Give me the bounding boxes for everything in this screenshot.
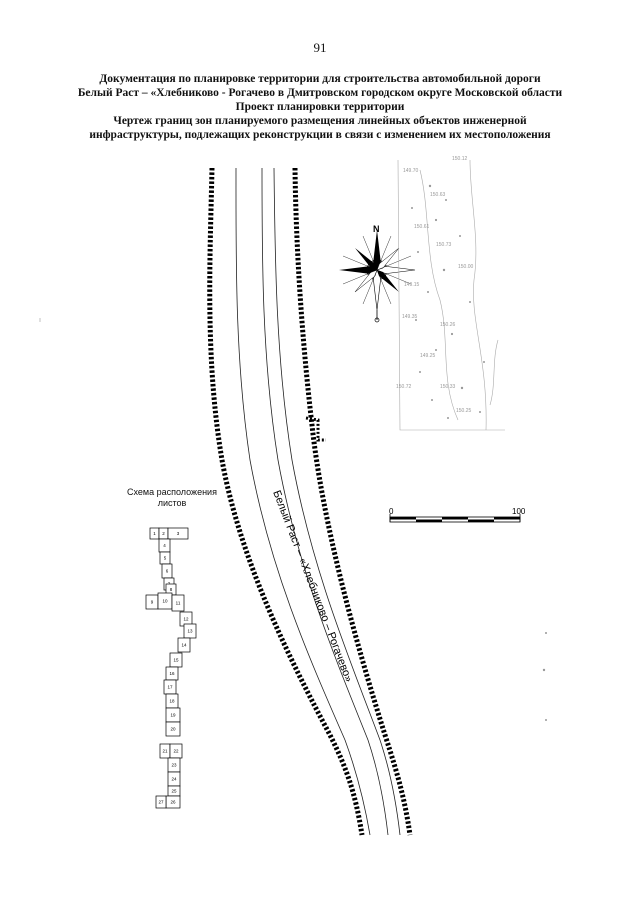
- sheet-number: 11: [176, 601, 181, 606]
- sheet-number: 19: [170, 713, 176, 718]
- north-label: N: [373, 224, 380, 234]
- sheet-number: 6: [166, 569, 169, 574]
- page-number: 91: [313, 40, 327, 55]
- document-header: Документация по планировке территории дл…: [40, 72, 600, 142]
- topographic-marks: [411, 184, 547, 721]
- sheet-number: 2: [162, 531, 165, 536]
- sheet-number: 5: [164, 556, 167, 561]
- sheet-number: 4: [163, 543, 166, 548]
- sheet-number: 27: [158, 800, 164, 805]
- sheet-number: 1: [153, 531, 156, 536]
- sheet-number: 25: [171, 789, 177, 794]
- sheet-number: 20: [170, 727, 176, 732]
- elevation-label: 150.72: [396, 384, 412, 390]
- sheet-number: 12: [183, 617, 189, 622]
- scale-start-label: 0: [389, 507, 394, 516]
- sheet-cell: [167, 527, 189, 540]
- elevation-label: 150.00: [458, 264, 474, 270]
- sheet-cell: [165, 721, 181, 737]
- north-arrow-icon: [339, 230, 416, 323]
- sheet-number: 16: [169, 671, 175, 676]
- elevation-label: 150.61: [414, 224, 430, 230]
- sheet-number: 21: [162, 749, 168, 754]
- elevation-label: 150.63: [430, 192, 446, 198]
- elevation-label: 149.15: [404, 282, 420, 288]
- elevation-label: 150.25: [456, 408, 472, 414]
- sheet-number: 26: [170, 800, 176, 805]
- topographic-area: [397, 159, 505, 431]
- boundary-notch: [305, 416, 326, 442]
- elevation-label: 149.35: [402, 314, 418, 320]
- scale-end-label: 100: [512, 507, 526, 516]
- sheet-number: 24: [171, 777, 177, 782]
- elevation-label: 150.12: [452, 156, 468, 162]
- header-line-2: Белый Раст – «Хлебниково - Рогачево в Дм…: [77, 87, 563, 99]
- sheet-number: 23: [171, 763, 177, 768]
- sheet-number: 17: [167, 685, 173, 690]
- sheet-cell: [155, 795, 167, 809]
- sheet-number: 10: [162, 599, 168, 604]
- sheet-number: 8: [170, 587, 173, 592]
- elevation-label: 150.73: [436, 242, 452, 248]
- layout-scheme-title: Схема расположения листов: [112, 487, 232, 509]
- header-line-3: Проект планировки территории: [235, 101, 405, 113]
- zone-boundary-left: [207, 167, 365, 836]
- header-line-5: инфраструктуры, подлежащих реконструкции…: [89, 129, 551, 141]
- elevation-label: 149.25: [420, 353, 436, 359]
- elevation-label: 150.26: [440, 322, 456, 328]
- sheet-number: 14: [181, 643, 187, 648]
- sheet-cell: [171, 594, 185, 612]
- sheet-number: 22: [173, 749, 179, 754]
- sheet-layout-scheme: 1234567891011121314151617181920212223242…: [145, 527, 197, 809]
- elevation-labels: 149.70 150.12 150.63 150.61 150.73 149.1…: [396, 156, 474, 414]
- sheet-number: 15: [173, 658, 179, 663]
- zone-boundary-right: [292, 167, 413, 836]
- elevation-label: 149.70: [403, 168, 419, 174]
- sheet-number: 3: [177, 531, 180, 536]
- elevation-label: 150.33: [440, 384, 456, 390]
- sheet-number: 9: [151, 600, 154, 605]
- scale-bar: [389, 514, 521, 523]
- sheet-number: 13: [187, 629, 193, 634]
- road-edge-middle: [261, 167, 389, 836]
- sheet-cell: [177, 637, 191, 653]
- layout-scheme-title-line-2: листов: [157, 498, 187, 508]
- header-line-4: Чертеж границ зон планируемого размещени…: [113, 115, 527, 127]
- sheet-number: 18: [169, 699, 175, 704]
- road-edge-right: [273, 167, 401, 836]
- road-edge-left: [235, 167, 371, 836]
- header-line-1: Документация по планировке территории дл…: [99, 73, 541, 85]
- layout-scheme-title-line-1: Схема расположения: [127, 487, 217, 497]
